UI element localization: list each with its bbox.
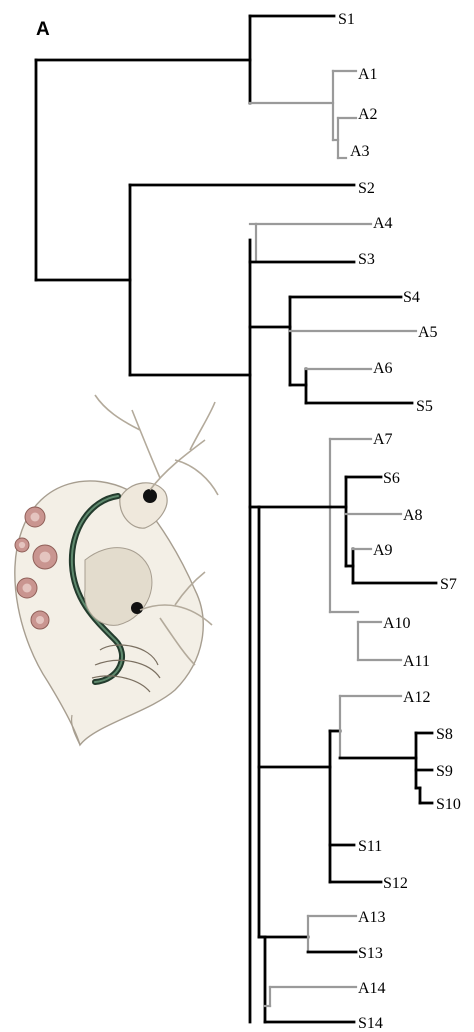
leaf-label-s12: S12 xyxy=(383,875,408,892)
leaf-label-s13: S13 xyxy=(358,945,383,962)
leaf-label-s10: S10 xyxy=(436,796,461,813)
egg-core xyxy=(31,513,40,522)
leaf-label-a8: A8 xyxy=(403,507,423,524)
leaf-label-s1: S1 xyxy=(338,11,355,28)
leaf-label-a13: A13 xyxy=(358,909,386,926)
daphnia-illustration xyxy=(15,395,218,745)
leaf-label-a7: A7 xyxy=(373,431,393,448)
panel-letter: A xyxy=(36,19,50,40)
leaf-label-a4: A4 xyxy=(373,215,393,232)
egg-core xyxy=(19,542,25,548)
leaf-label-s2: S2 xyxy=(358,180,375,197)
leaf-label-a5: A5 xyxy=(418,324,438,341)
second-eye xyxy=(131,602,143,614)
leaf-label-s5: S5 xyxy=(416,398,433,415)
leaf-label-a11: A11 xyxy=(403,653,430,670)
leaf-label-s11: S11 xyxy=(358,838,382,855)
egg-core xyxy=(40,552,51,563)
leaf-label-s9: S9 xyxy=(436,763,453,780)
leaf-label-s7: S7 xyxy=(440,576,457,593)
leaf-label-s8: S8 xyxy=(436,726,453,743)
leaf-label-a9: A9 xyxy=(373,542,393,559)
leaf-label-a6: A6 xyxy=(373,360,393,377)
leaf-label-a3: A3 xyxy=(350,143,370,160)
leaf-labels: S1A1A2A3S2A4S3S4A5A6S5A7S6A8A9S7A10A11A1… xyxy=(338,11,461,1032)
leaf-label-s14: S14 xyxy=(358,1015,383,1032)
antennae-upper xyxy=(95,395,218,495)
leaf-label-a14: A14 xyxy=(358,980,386,997)
leaf-label-a10: A10 xyxy=(383,615,411,632)
egg-core xyxy=(23,584,32,593)
leaf-label-a12: A12 xyxy=(403,689,431,706)
leaf-label-s6: S6 xyxy=(383,470,400,487)
leaf-label-a2: A2 xyxy=(358,106,378,123)
leaf-label-a1: A1 xyxy=(358,66,378,83)
egg-core xyxy=(36,616,44,624)
compound-eye xyxy=(143,489,157,503)
leaf-label-s4: S4 xyxy=(403,289,420,306)
leaf-label-s3: S3 xyxy=(358,251,375,268)
